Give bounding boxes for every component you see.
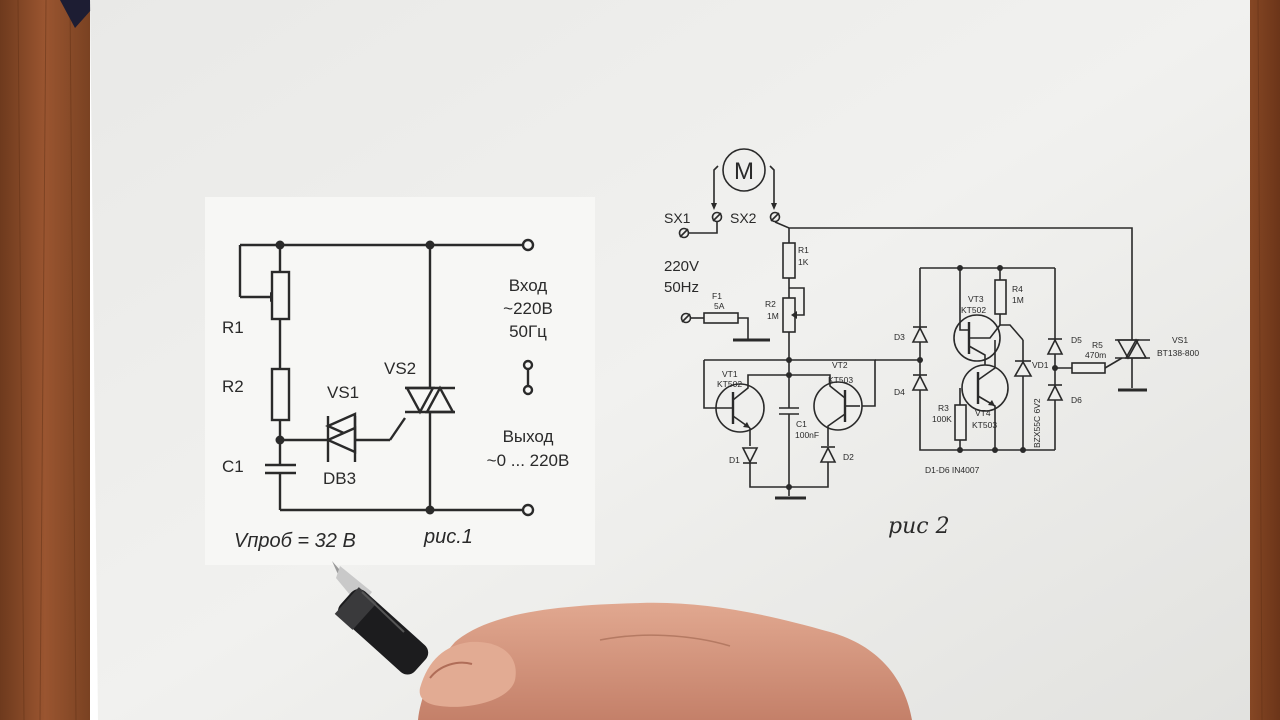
fig1-output-title: Выход (503, 427, 554, 446)
fig2-label-f1: F1 (712, 291, 722, 301)
fig1-handwritten-breakdown-voltage: Vпроб = 32 В (234, 530, 356, 552)
hand (418, 602, 912, 720)
fig1-label-db3: DB3 (323, 469, 356, 488)
fig2-supply-voltage: 220V (664, 258, 699, 275)
fig2-label-sx1: SX1 (664, 210, 691, 226)
fig2-label-d4: D4 (894, 387, 905, 397)
fig2-value-f1: 5A (714, 301, 725, 311)
fig1-handwritten-caption: рис.1 (423, 526, 473, 548)
fig2-type-vt4: KT503 (972, 420, 997, 430)
fig2-label-vt1: VT1 (722, 369, 738, 379)
fig1-output-range: ~0 ... 220В (487, 451, 570, 470)
fig2-label-c1: C1 (796, 419, 807, 429)
fig2-handwritten-caption: рис 2 (888, 514, 950, 539)
fig1-input-voltage: ~220В (503, 299, 553, 318)
fig2-junctions (786, 265, 1058, 490)
fig2-type-vd1: BZX55C 6V2 (1032, 398, 1042, 448)
table-left (0, 0, 90, 720)
fig2-label-sx2: SX2 (730, 210, 757, 226)
schematic-fig1 (238, 238, 535, 517)
fig2-label-d2: D2 (843, 452, 854, 462)
wood-grain (17, 0, 1263, 720)
table-right (1245, 0, 1280, 720)
fig2-label-d5: D5 (1071, 335, 1082, 345)
fig2-value-r5: 470m (1085, 350, 1106, 360)
fig1-label-vs2: VS2 (384, 359, 416, 378)
fig2-type-vs1: BT138-800 (1157, 348, 1199, 358)
fig1-junctions (275, 240, 435, 515)
fig2-value-c1: 100nF (795, 430, 819, 440)
fig2-value-r4: 1M (1012, 295, 1024, 305)
fig2-value-r3: 100K (932, 414, 952, 424)
fig2-label-r5: R5 (1092, 340, 1103, 350)
dark-corner (60, 0, 100, 28)
fig2-label-r2: R2 (765, 299, 776, 309)
fig2-type-vt2: KT503 (828, 375, 853, 385)
fig2-label-r1: R1 (798, 245, 809, 255)
fig2-label-r4: R4 (1012, 284, 1023, 294)
fig2-diodes-note: D1-D6 IN4007 (925, 465, 980, 475)
fig2-type-vt3: KT502 (961, 305, 986, 315)
fig1-label-r2: R2 (222, 377, 244, 396)
fig2-label-d1: D1 (729, 455, 740, 465)
fig2-label-vd1: VD1 (1032, 360, 1049, 370)
fig1-label-c1: C1 (222, 457, 244, 476)
fig2-type-vt1: KT502 (717, 379, 742, 389)
fig2-supply-freq: 50Hz (664, 279, 699, 296)
fig2-label-d3: D3 (894, 332, 905, 342)
fig2-value-r1: 1K (798, 257, 809, 267)
fig1-label-vs1: VS1 (327, 383, 359, 402)
fig2-label-d6: D6 (1071, 395, 1082, 405)
pen (332, 561, 429, 675)
fig2-motor-label: M (734, 158, 754, 185)
fig2-label-vt3: VT3 (968, 294, 984, 304)
fig1-input-freq: 50Гц (509, 322, 547, 341)
fig2-label-vs1: VS1 (1172, 335, 1188, 345)
fig2-label-vt2: VT2 (832, 360, 848, 370)
fig1-label-r1: R1 (222, 318, 244, 337)
fig2-value-r2: 1M (767, 311, 779, 321)
fig1-input-title: Вход (509, 276, 548, 295)
fig1-printout (205, 197, 595, 565)
fig2-label-r3: R3 (938, 403, 949, 413)
fig2-label-vt4: VT4 (975, 408, 991, 418)
